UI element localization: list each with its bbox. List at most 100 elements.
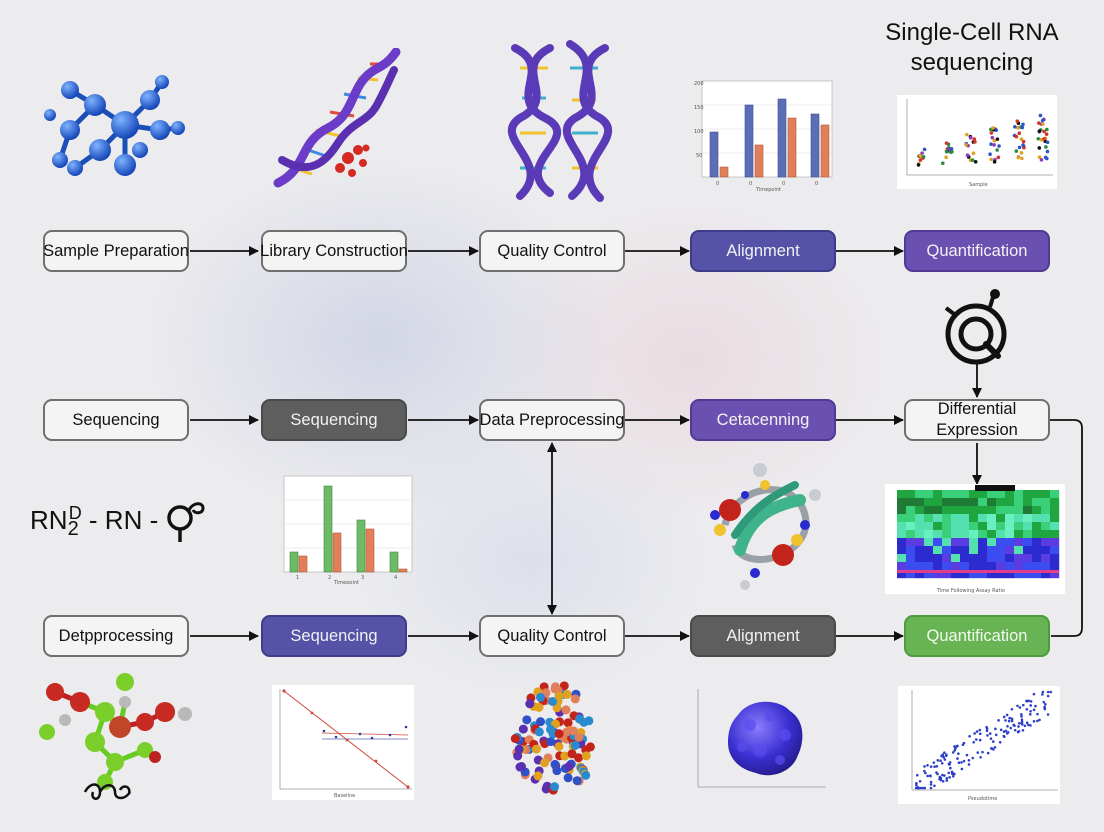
heatmap-cell xyxy=(978,530,988,539)
heatmap-cell xyxy=(1014,546,1024,555)
heatmap-cell xyxy=(915,514,925,523)
dot-plot-point xyxy=(965,153,970,158)
scatter-point xyxy=(921,786,925,790)
step-quantification-2[interactable]: Quantification xyxy=(904,615,1050,657)
dot-plot-point xyxy=(992,138,997,143)
heatmap-cell xyxy=(987,538,997,547)
heatmap-cell xyxy=(906,546,916,555)
nanoparticle-icon xyxy=(510,681,595,795)
heatmap-cell xyxy=(942,570,952,579)
heatmap-cell xyxy=(1014,554,1024,563)
diagram-title: Single-Cell RNA sequencing xyxy=(862,18,1082,78)
scatter-point xyxy=(1038,718,1041,722)
scatter-point xyxy=(985,729,989,733)
heatmap-cell xyxy=(951,546,961,555)
dot-plot-point xyxy=(1040,118,1045,123)
heatmap-cell xyxy=(1005,570,1015,579)
scatter-point xyxy=(1034,704,1037,708)
step-differential-expression[interactable]: Differential Expression xyxy=(904,399,1050,441)
scatter-point xyxy=(945,779,949,782)
dot-plot-point xyxy=(996,155,1001,160)
scatter-point xyxy=(1016,704,1019,708)
dot-plot-point xyxy=(1019,151,1024,155)
heatmap-cell xyxy=(1050,538,1060,547)
nanoparticle-bead xyxy=(534,702,544,712)
heatmap-cell xyxy=(1023,490,1033,499)
dot-plot-point xyxy=(1043,155,1048,160)
step-quality-control-2[interactable]: Quality Control xyxy=(479,615,625,657)
scatter-point xyxy=(986,734,989,737)
scatter-point xyxy=(948,761,952,764)
scatter-point xyxy=(917,786,921,790)
heatmap-cell xyxy=(1005,554,1015,563)
nanoparticle-bead xyxy=(567,749,577,759)
nanoparticle-bead xyxy=(510,734,520,744)
scatter-point xyxy=(950,770,954,774)
heatmap-cell xyxy=(960,506,970,515)
dot-plot-point xyxy=(921,154,926,159)
scatter-point xyxy=(1041,690,1045,694)
heatmap-cell xyxy=(951,554,961,563)
heatmap-cell xyxy=(933,562,943,571)
scatter-point xyxy=(1008,716,1011,720)
step-quantification[interactable]: Quantification xyxy=(904,230,1050,272)
dot-plot-point xyxy=(968,135,973,140)
step-quality-control[interactable]: Quality Control xyxy=(479,230,625,272)
step-library-construction[interactable]: Library Construction xyxy=(260,230,408,272)
step-alignment[interactable]: Alignment xyxy=(690,230,836,272)
heatmap-cell xyxy=(996,490,1006,499)
scatter-point xyxy=(1020,720,1024,724)
heatmap-cell xyxy=(960,562,970,571)
scatter-point xyxy=(941,779,945,783)
scatter-point xyxy=(919,786,923,790)
molecule-icon xyxy=(44,75,185,176)
dot-plot-point xyxy=(916,163,921,167)
nanoparticle-bead xyxy=(513,751,523,761)
heatmap-cell xyxy=(969,490,979,499)
step-data-preprocessing[interactable]: Data Preprocessing xyxy=(479,399,625,441)
dot-plot-point xyxy=(994,128,999,132)
step-sample-preparation[interactable]: Sample Preparation xyxy=(43,230,189,272)
dot-plot-point xyxy=(1016,155,1020,160)
step-detpprocessing[interactable]: Detpprocessing xyxy=(43,615,189,657)
heatmap-cell xyxy=(942,498,952,507)
scatter-point xyxy=(978,732,982,736)
step-cetacenning[interactable]: Cetacenning xyxy=(690,399,836,441)
dot-plot-point xyxy=(1044,132,1049,136)
step-sequencing-b[interactable]: Sequencing xyxy=(261,399,407,441)
svg-text:1: 1 xyxy=(296,575,299,581)
scatter-point xyxy=(988,732,992,735)
formula-r: R xyxy=(30,504,49,535)
nanoparticle-bead xyxy=(560,751,570,761)
heatmap-cell xyxy=(1041,522,1051,531)
step-alignment-2[interactable]: Alignment xyxy=(690,615,836,657)
scatter-point xyxy=(1020,715,1023,718)
formula-middle: - RN - xyxy=(81,504,166,535)
dot-plot-point xyxy=(964,142,968,147)
scatter-point xyxy=(1009,726,1013,730)
dot-plot-point xyxy=(989,142,993,147)
heatmap-cell xyxy=(897,522,907,531)
scatter-point xyxy=(1002,715,1006,719)
heatmap-cell xyxy=(960,498,970,507)
dot-plot-point xyxy=(918,158,923,162)
heatmap-cell xyxy=(1023,554,1033,563)
heatmap-cell xyxy=(996,546,1006,555)
heatmap-cell xyxy=(951,498,961,507)
dot-plot-point xyxy=(973,160,978,164)
heatmap-cell xyxy=(960,554,970,563)
scatter-point xyxy=(994,733,998,737)
heatmap-cell xyxy=(897,498,907,507)
scatter-point xyxy=(935,771,938,774)
nanoparticle-bead xyxy=(515,762,525,772)
svg-text:Time Following Assay Ratio: Time Following Assay Ratio xyxy=(936,588,1005,594)
step-sequencing-c[interactable]: Sequencing xyxy=(261,615,407,657)
scatter-point xyxy=(975,730,979,733)
heatmap-cell xyxy=(924,498,934,507)
dot-plot-point xyxy=(1041,122,1045,126)
dot-plot-point xyxy=(971,151,976,156)
step-sequencing-a[interactable]: Sequencing xyxy=(43,399,189,441)
scatter-point xyxy=(1049,690,1053,694)
heatmap-cell xyxy=(987,570,997,579)
